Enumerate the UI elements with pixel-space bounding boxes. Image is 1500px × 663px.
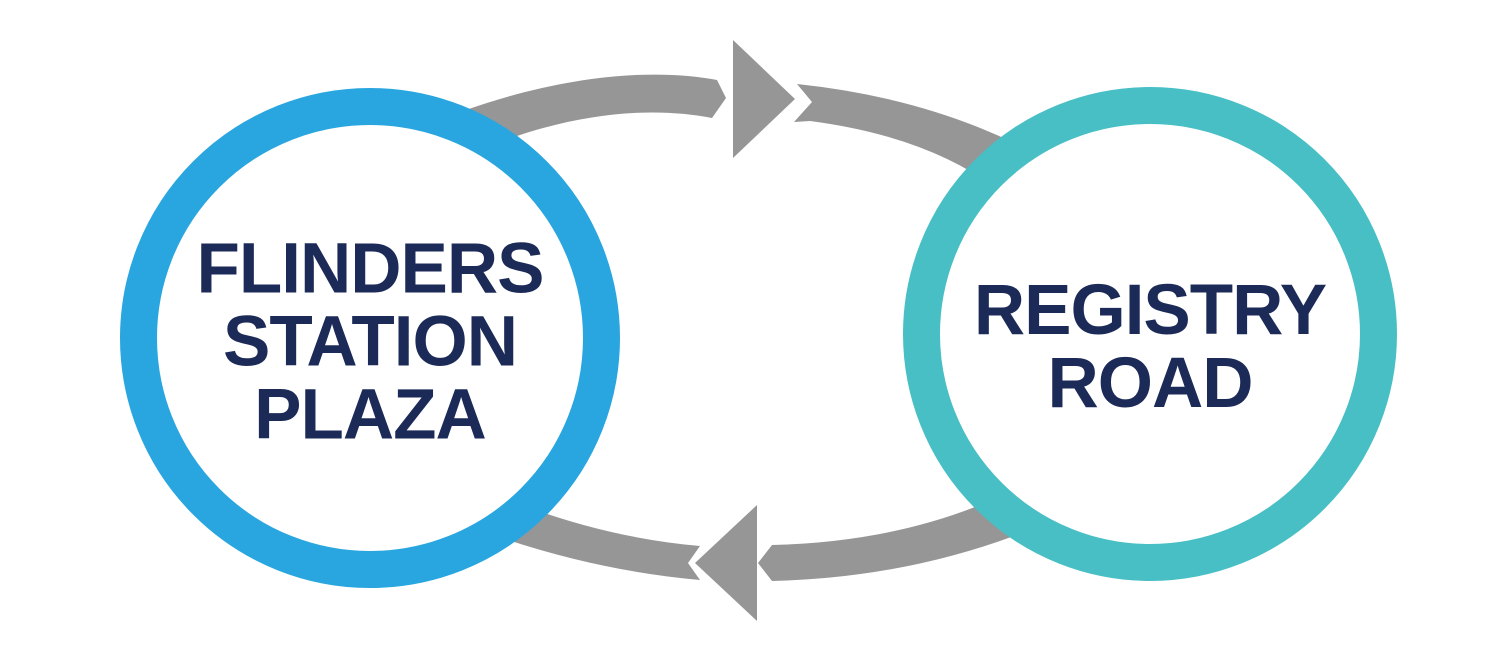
bottom-arrow-band-left [496, 502, 700, 580]
top-arrowhead-right-icon [733, 40, 795, 158]
bottom-arrow [496, 500, 1014, 621]
node-label-line: PLAZA [254, 375, 487, 455]
node-label-line: STATION [222, 302, 518, 382]
node-label-line: FLINDERS [196, 229, 545, 309]
node-label-line: REGISTRY [973, 271, 1327, 350]
node-label-flinders-station-plaza: FLINDERS STATION PLAZA [196, 229, 545, 455]
top-arrow [466, 40, 1032, 188]
node-label-line: ROAD [1047, 344, 1253, 423]
bottom-arrow-band-right [758, 500, 1014, 581]
top-arrow-band-right [794, 84, 1032, 188]
node-circle-registry-road [903, 87, 1397, 581]
bottom-arrowhead-left-icon [695, 505, 757, 621]
node-circle-flinders-station-plaza [120, 88, 620, 588]
top-arrow-band-left [466, 74, 726, 150]
node-label-registry-road: REGISTRY ROAD [973, 271, 1327, 423]
